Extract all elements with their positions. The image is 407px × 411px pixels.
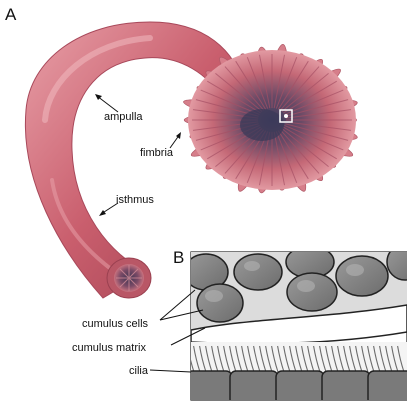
- cilium: [271, 345, 279, 373]
- fimbria-ridge: [281, 72, 329, 112]
- fimbria-ridge: [277, 130, 309, 180]
- fimbria-ridge: [283, 126, 337, 160]
- cilium: [313, 345, 321, 373]
- fimbria-ridge: [284, 124, 344, 151]
- fimbria-ridge: [275, 57, 298, 109]
- fimbria-ridge: [275, 131, 298, 183]
- fimbria-ridge: [258, 131, 271, 186]
- cilium: [259, 345, 267, 373]
- fimbria-ridge: [277, 60, 309, 110]
- cilium: [199, 345, 207, 373]
- cilium: [325, 345, 333, 373]
- fimbria-ridge: [200, 89, 260, 116]
- fimbria-ridge: [285, 109, 352, 119]
- cumulus-matrix-label: cumulus matrix: [72, 342, 146, 354]
- cilium: [331, 345, 339, 373]
- cumulus-cells-label: cumulus cells: [82, 318, 149, 330]
- isthmus-opening: [106, 257, 152, 299]
- fimbria-ridge: [273, 54, 286, 109]
- cilium: [307, 345, 315, 373]
- label-cilia: cilia: [129, 365, 192, 377]
- cilium: [229, 345, 237, 373]
- cilium: [283, 345, 291, 373]
- fimbria: [183, 43, 358, 194]
- fimbria-ridge: [279, 129, 320, 174]
- fimbria-ridge: [246, 57, 269, 109]
- fimbria-ridge: [235, 60, 267, 110]
- cilium: [277, 345, 285, 373]
- fimbria-ridge: [281, 128, 329, 168]
- cilium: [223, 345, 231, 373]
- fimbria-ridge: [215, 72, 263, 112]
- cilia-label: cilia: [129, 365, 149, 377]
- cilium: [391, 345, 399, 373]
- label-isthmus: isthmus: [99, 194, 154, 216]
- cilium: [265, 345, 273, 373]
- epithelial-cells: [191, 370, 407, 400]
- fimbria-ridge: [285, 123, 349, 141]
- label-cumulus-cells: cumulus cells: [82, 289, 204, 330]
- panel-b-detail: [190, 251, 407, 401]
- cilium: [337, 345, 345, 373]
- fimbria-ridge: [224, 66, 265, 111]
- panel-label-a: A: [5, 5, 17, 24]
- fimbria-label: fimbria: [140, 147, 174, 159]
- cilium: [385, 345, 393, 373]
- inset-marker: [279, 109, 293, 123]
- cilium: [217, 345, 225, 373]
- cilium: [343, 345, 351, 373]
- cilium: [191, 359, 195, 373]
- cilium: [295, 345, 303, 373]
- cilium: [319, 345, 327, 373]
- label-cumulus-matrix: cumulus matrix: [72, 327, 206, 354]
- cilium: [289, 345, 297, 373]
- cilium: [361, 345, 369, 373]
- fimbria-ridge: [284, 89, 344, 116]
- label-ampulla: ampulla: [95, 94, 143, 123]
- cilium: [205, 345, 213, 373]
- panel-label-b: B: [173, 248, 184, 267]
- cilium: [211, 345, 219, 373]
- cilium: [235, 345, 243, 373]
- cilium: [397, 345, 405, 373]
- fimbria-ridge: [258, 54, 271, 109]
- cilium: [367, 345, 375, 373]
- fimbria-ridge: [285, 99, 349, 117]
- cilium: [241, 345, 249, 373]
- cilium: [247, 345, 255, 373]
- isthmus-label: isthmus: [116, 194, 154, 206]
- cilium: [349, 345, 357, 373]
- ampulla-label: ampulla: [104, 111, 143, 123]
- cilium: [373, 345, 381, 373]
- label-fimbria: fimbria: [140, 132, 181, 159]
- fimbria-ridge: [285, 121, 352, 131]
- cilium: [193, 345, 201, 373]
- cilium: [379, 345, 387, 373]
- cilium: [253, 345, 261, 373]
- fimbria-ridge: [207, 80, 261, 114]
- cilium: [301, 345, 309, 373]
- fimbria-ridge: [279, 66, 320, 111]
- fimbria-ridge: [273, 131, 286, 186]
- fimbria-ridge: [283, 80, 337, 114]
- cilium: [355, 345, 363, 373]
